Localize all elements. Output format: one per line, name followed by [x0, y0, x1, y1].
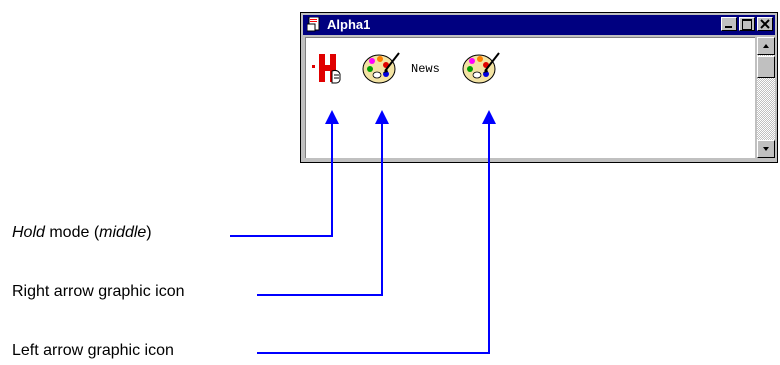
scroll-down-button[interactable] [757, 140, 775, 158]
window-title: Alpha1 [327, 17, 371, 32]
left-arrow-icon-arrow [257, 110, 496, 354]
maximize-icon [742, 19, 752, 30]
scroll-thumb[interactable] [757, 56, 775, 78]
close-icon [760, 19, 770, 29]
left-arrow-palette-icon[interactable] [462, 49, 502, 87]
news-label: News [411, 62, 440, 76]
hold-mode-arrow [230, 110, 339, 237]
window-content: News [305, 37, 755, 158]
title-bar[interactable]: Alpha1 [303, 15, 775, 35]
alpha1-window: Alpha1 [300, 12, 778, 163]
maximize-button[interactable] [739, 17, 755, 31]
document-icon [307, 17, 320, 32]
right-arrow-palette-icon[interactable] [362, 49, 402, 87]
hold-mode-label: Hold mode (middle) [12, 224, 152, 241]
vertical-scrollbar[interactable] [757, 37, 775, 158]
close-button[interactable] [757, 17, 773, 31]
scroll-up-button[interactable] [757, 37, 775, 55]
left-arrow-label: Left arrow graphic icon [12, 342, 174, 359]
hold-mode-icon[interactable] [310, 51, 346, 87]
arrow-down-icon [763, 147, 769, 151]
right-arrow-icon-arrow [257, 110, 389, 296]
arrow-up-icon [763, 44, 769, 48]
right-arrow-label: Right arrow graphic icon [12, 283, 185, 300]
minimize-button[interactable] [721, 17, 737, 31]
minimize-icon [725, 26, 732, 28]
